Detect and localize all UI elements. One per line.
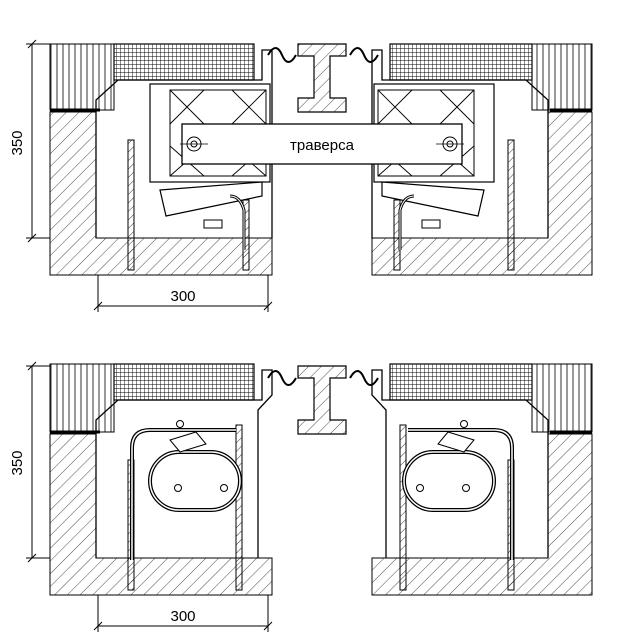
top-height-label: 350 [9,130,26,155]
bottom-right-anchor-loop [402,420,514,560]
top-left-spring [159,181,263,217]
top-right-bolt-icon [436,136,464,152]
bottom-right-asphalt [389,363,533,401]
bottom-right-pavement [531,363,593,433]
bottom-left-steel-profile [95,369,273,558]
bottom-height-label: 350 [9,450,26,475]
bottom-center-beam [297,365,347,435]
top-left-bolt-icon [180,136,208,152]
top-height-dimension: 350 [9,39,50,243]
bottom-left-seal [267,370,297,386]
bottom-left-asphalt [113,363,255,401]
top-right-spring [381,181,485,217]
top-left-pavement [49,43,115,111]
bottom-width-label: 300 [170,608,195,625]
bottom-section: 350 300 [9,361,593,632]
top-center-beam [297,43,347,113]
top-width-dimension: 300 [93,275,273,312]
bottom-height-dimension: 350 [9,361,50,563]
top-left-seal [267,47,297,63]
top-right-asphalt [389,43,533,81]
top-right-steel-profile [371,49,549,238]
bottom-left-pavement [49,363,115,433]
top-width-label: 300 [170,288,195,305]
top-left-asphalt [113,43,255,81]
top-right-seal [349,47,379,63]
top-right-pavement [531,43,593,111]
bottom-right-steel-profile [371,369,549,558]
bottom-left-anchor-loop [130,420,242,560]
bottom-width-dimension: 300 [93,595,273,632]
top-traverse-bar [181,123,463,165]
traverse-label: траверса [290,137,355,154]
bottom-right-seal [349,370,379,386]
top-section: траверса 350 [9,39,593,312]
